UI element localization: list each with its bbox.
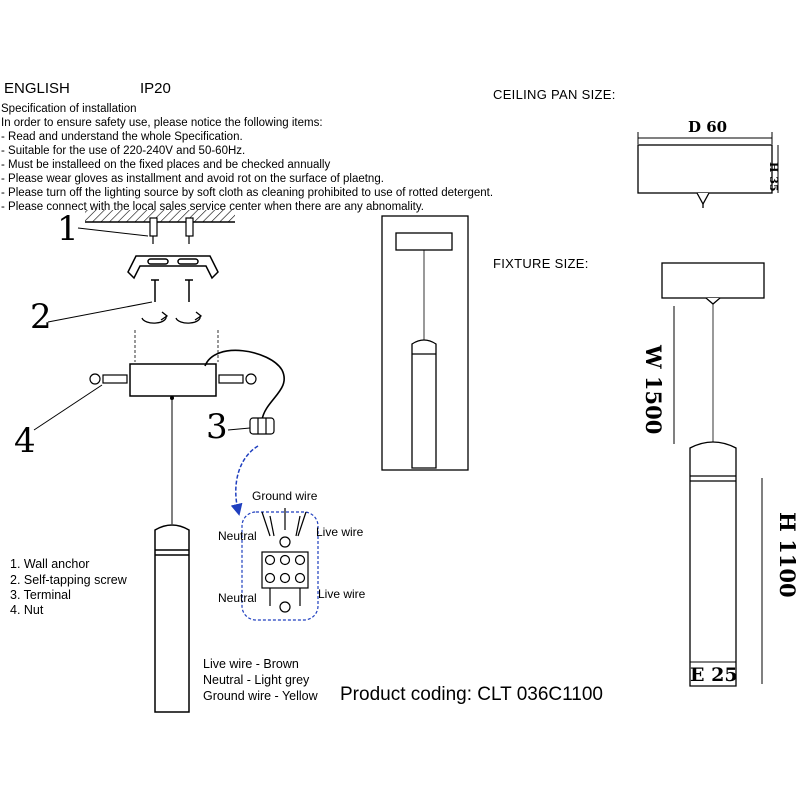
callout-1: 1: [57, 209, 79, 249]
ip-rating: IP20: [140, 80, 171, 97]
ceiling-pan-size-label: CEILING PAN SIZE:: [493, 87, 616, 102]
ceiling-hatch: [85, 210, 235, 223]
spec-item: - Suitable for the use of 220-240V and 5…: [1, 145, 246, 157]
ground-wire-label: Ground wire: [252, 489, 318, 503]
callout-2: 2: [30, 297, 52, 337]
dimension-w1500: W 1500: [641, 345, 666, 435]
pendant-tube: [154, 524, 190, 713]
fixture-size-label: FIXTURE SIZE:: [493, 256, 589, 271]
callout-1-leader: [77, 227, 149, 237]
callout-4-leader: [33, 384, 103, 431]
live-top-label: Live wire: [316, 525, 364, 539]
terminal-icon: [249, 417, 275, 435]
fixture-size-drawing: [661, 262, 765, 687]
mounting-bracket: [127, 255, 219, 280]
dimension-d60: D 60: [688, 118, 728, 136]
detail-arrow-icon: [230, 445, 259, 516]
spec-item: - Read and understand the whole Specific…: [1, 131, 243, 143]
terminal-block: [261, 508, 309, 613]
spec-item: - Must be installeed on the fixed places…: [1, 159, 331, 171]
legend-item: 1. Wall anchor: [10, 557, 90, 571]
self-tapping-screw-icon: [151, 279, 193, 302]
callout-3-leader: [227, 427, 251, 431]
neutral-bottom-label: Neutral: [218, 591, 257, 605]
nut-icon: [89, 373, 257, 385]
legend-item: 4. Nut: [10, 603, 44, 617]
ceiling-cup: [129, 363, 217, 397]
spec-intro: In order to ensure safety use, please no…: [1, 117, 323, 129]
wire-color-item: Live wire - Brown: [203, 657, 299, 671]
dimension-h1100: H 1100: [775, 512, 800, 598]
language-label: ENGLISH: [4, 80, 70, 97]
live-bottom-label: Live wire: [318, 587, 366, 601]
callout-4: 4: [14, 421, 36, 461]
callout-2-leader: [47, 301, 153, 323]
spec-title: Specification of installation: [1, 103, 137, 115]
product-coding: Product coding: CLT 036C1100: [340, 684, 604, 705]
supply-wire: [204, 349, 285, 421]
spec-item: - Please connect with the local sales se…: [1, 201, 424, 213]
ceiling-pan-drawing: [637, 132, 779, 208]
wire-color-item: Neutral - Light grey: [203, 673, 310, 687]
reference-fixture: [381, 215, 469, 471]
wire-color-item: Ground wire - Yellow: [203, 689, 318, 703]
neutral-top-label: Neutral: [218, 529, 257, 543]
spec-item: - Please turn off the lighting source by…: [1, 187, 494, 199]
spec-item: - Please wear gloves as installment and …: [1, 173, 384, 185]
callout-3: 3: [206, 407, 228, 447]
rotate-icon: [141, 311, 203, 324]
dimension-e25: E 25: [690, 664, 738, 686]
wall-anchor-icon: [149, 217, 194, 244]
legend-item: 2. Self-tapping screw: [10, 573, 127, 587]
dimension-h35: H 35: [767, 162, 780, 192]
wiring-detail-frame: [241, 511, 319, 621]
legend-item: 3. Terminal: [10, 588, 71, 602]
